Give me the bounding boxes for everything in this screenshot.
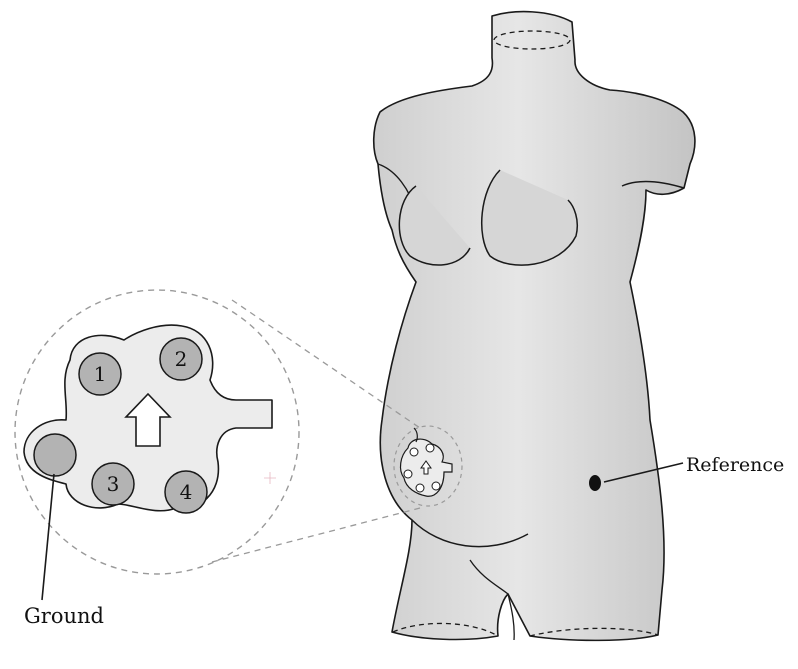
reference-electrode (589, 475, 601, 491)
electrode-4-label: 4 (180, 480, 193, 504)
ground-leader (42, 474, 54, 600)
electrode-1-label: 1 (94, 362, 107, 386)
small-electrode-1 (410, 448, 418, 456)
zoom-line-bottom (212, 508, 420, 562)
ground-label: Ground (24, 604, 104, 628)
small-electrode-ground (404, 470, 412, 478)
electrode-ground (34, 434, 76, 476)
torso-mannequin (374, 12, 695, 641)
small-electrode-2 (426, 444, 434, 452)
electrode-3-label: 3 (107, 472, 120, 496)
magnified-patch: 1 2 3 4 (15, 290, 299, 574)
small-electrode-4 (432, 482, 440, 490)
small-electrode-3 (416, 484, 424, 492)
registration-mark (264, 472, 276, 484)
reference-label: Reference (686, 454, 784, 476)
electrode-2-label: 2 (175, 347, 188, 371)
torso-outline (374, 12, 695, 641)
